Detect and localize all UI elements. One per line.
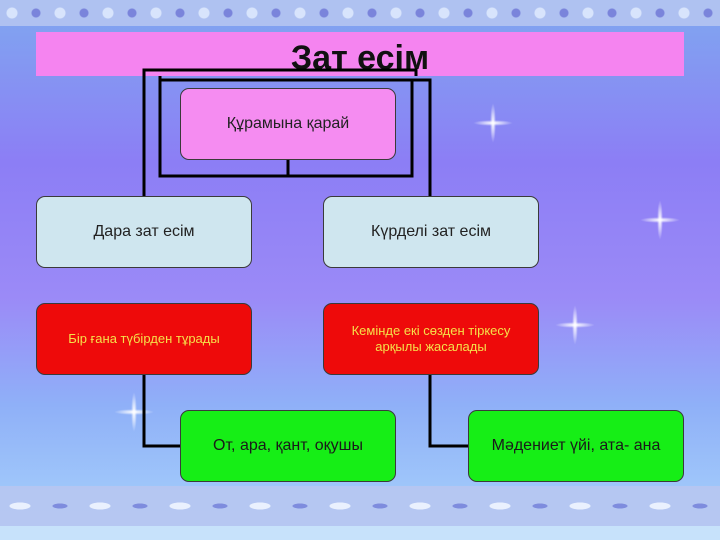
simple-noun-description-node: Бір ғана түбірден тұрады [36, 303, 252, 375]
decorative-base-strip [0, 526, 720, 540]
connector-simple-example [142, 375, 180, 448]
complex-noun-examples: Мәдениет үйі, ата- ана [491, 437, 661, 454]
decorative-top-band [0, 0, 720, 26]
connector-complex-example [428, 375, 468, 448]
decorative-bottom-band [0, 486, 720, 526]
complex-noun-description: Кемінде екі сөзден тіркесу арқылы жасала… [351, 322, 511, 354]
root-node: Құрамына қарай [180, 88, 396, 160]
root-node-label: Құрамына қарай [226, 115, 350, 132]
connector-complex-to-title [158, 76, 432, 196]
simple-noun-examples-node: От, ара, қант, оқушы [180, 410, 396, 482]
complex-noun-description-node: Кемінде екі сөзден тіркесу арқылы жасала… [323, 303, 539, 375]
connector-root-loop [158, 80, 414, 178]
connector-simple-to-title [142, 68, 418, 196]
simple-noun-label: Дара зат есім [93, 223, 195, 240]
simple-noun-node: Дара зат есім [36, 196, 252, 268]
complex-noun-node: Күрделі зат есім [323, 196, 539, 268]
simple-noun-description: Бір ғана түбірден тұрады [68, 330, 220, 346]
complex-noun-label: Күрделі зат есім [371, 223, 491, 240]
complex-noun-examples-node: Мәдениет үйі, ата- ана [468, 410, 684, 482]
simple-noun-examples: От, ара, қант, оқушы [213, 437, 363, 454]
